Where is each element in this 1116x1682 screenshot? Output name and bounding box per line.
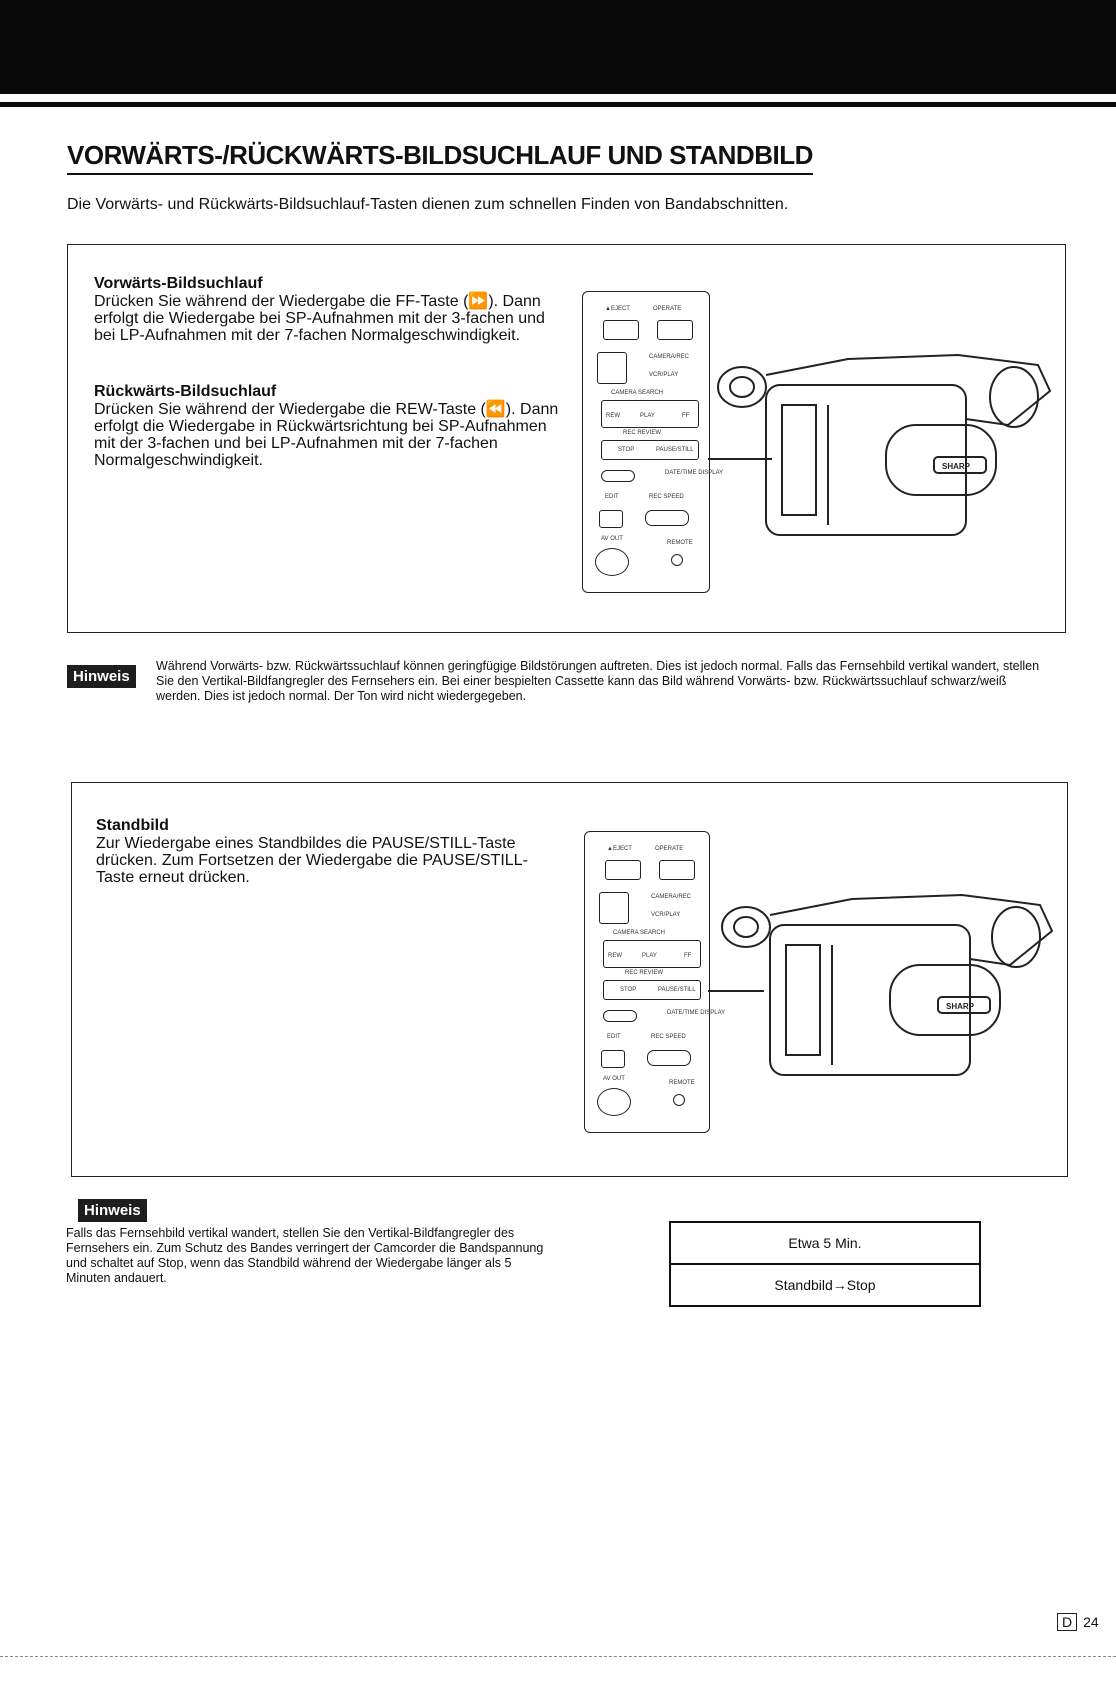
display-button	[601, 470, 635, 482]
vcr-play-label: VCR/PLAY	[651, 912, 681, 918]
av-out-label: AV OUT	[601, 536, 623, 542]
forward-search-heading: Vorwärts-Bildsuchlauf	[94, 275, 263, 292]
page-number-value: 24	[1083, 1614, 1099, 1630]
intro-text: Die Vorwärts- und Rückwärts-Bildsuchlauf…	[67, 196, 789, 213]
pause-still-label: PAUSE/STILL	[658, 987, 696, 993]
timeline-result: Standbild→Stop	[671, 1263, 979, 1305]
page-number: D 24	[1057, 1613, 1099, 1631]
reverse-search-heading: Rückwärts-Bildsuchlauf	[94, 383, 277, 400]
header-rule	[0, 102, 1116, 107]
rec-speed-label: REC SPEED	[651, 1034, 686, 1040]
play-label: PLAY	[642, 953, 657, 959]
page-title: VORWÄRTS-/RÜCKWÄRTS-BILDSUCHLAUF UND STA…	[67, 140, 813, 175]
av-out-label: AV OUT	[603, 1076, 625, 1082]
still-text: Zur Wiedergabe eines Standbildes die PAU…	[96, 835, 528, 886]
ff-label: FF	[682, 413, 690, 419]
rew-label: REW	[608, 953, 622, 959]
header-bar	[0, 0, 1116, 94]
date-time-label: DATE/TIME DISPLAY	[665, 470, 724, 476]
brand-logo: SHARP	[942, 462, 971, 471]
date-time-label: DATE/TIME DISPLAY	[667, 1010, 726, 1016]
vcr-play-label: VCR/PLAY	[649, 372, 679, 378]
pause-still-label: PAUSE/STILL	[656, 447, 694, 453]
forward-search-text: Drücken Sie während der Wiedergabe die F…	[94, 293, 545, 344]
rec-review-label: REC REVIEW	[623, 430, 662, 436]
edit-label: EDIT	[607, 1034, 621, 1040]
operate-label: OPERATE	[653, 306, 682, 312]
rec-review-label: REC REVIEW	[625, 970, 664, 976]
eject-label: ▲EJECT	[605, 306, 630, 312]
note-text: Während Vorwärts- bzw. Rückwärtssuchlauf…	[156, 659, 1040, 703]
camera-rec-label: CAMERA/REC	[651, 894, 692, 900]
operate-switch	[659, 860, 695, 880]
av-out-jack	[597, 1088, 631, 1116]
av-out-jack	[595, 548, 629, 576]
display-button	[603, 1010, 637, 1022]
edit-switch	[601, 1050, 625, 1068]
footer-rule	[0, 1656, 1116, 1657]
note-text: Falls das Fernsehbild vertikal wandert, …	[66, 1226, 544, 1285]
note-badge: Hinweis	[78, 1199, 147, 1222]
mode-switch	[599, 892, 629, 924]
eject-label: ▲EJECT	[607, 846, 632, 852]
leader-line	[708, 990, 764, 992]
control-panel-illustration-2: ▲EJECT OPERATE CAMERA/REC VCR/PLAY CAMER…	[584, 831, 725, 1133]
ff-label: FF	[684, 953, 692, 959]
remote-label: REMOTE	[669, 1080, 695, 1086]
operate-label: OPERATE	[655, 846, 684, 852]
camcorder-illustration: SHARP	[721, 893, 1054, 1076]
rec-speed-label: REC SPEED	[649, 494, 684, 500]
operate-switch	[657, 320, 693, 340]
timeline-duration: Etwa 5 Min.	[788, 1235, 862, 1251]
still-heading: Standbild	[96, 817, 169, 834]
play-label: PLAY	[640, 413, 655, 419]
control-panel-illustration: ▲EJECT OPERATE CAMERA/REC VCR/PLAY CAMER…	[582, 291, 723, 593]
search-section-box	[67, 244, 1066, 633]
camera-rec-label: CAMERA/REC	[649, 354, 690, 360]
stop-label: STOP	[620, 987, 637, 993]
camera-search-label: CAMERA SEARCH	[613, 930, 666, 936]
rew-play-ff-buttons: REW PLAY FF	[603, 940, 701, 968]
mode-switch	[597, 352, 627, 384]
stop-label: STOP	[618, 447, 635, 453]
note-badge: Hinweis	[67, 665, 136, 688]
leader-line	[708, 458, 772, 460]
camcorder-illustration: SHARP	[717, 353, 1052, 536]
reverse-search-text: Drücken Sie während der Wiedergabe die R…	[94, 401, 559, 469]
remote-label: REMOTE	[667, 540, 693, 546]
rew-label: REW	[606, 413, 620, 419]
edit-label: EDIT	[605, 494, 619, 500]
camera-search-label: CAMERA SEARCH	[611, 390, 664, 396]
brand-logo: SHARP	[946, 1002, 975, 1011]
stop-pause-buttons: STOP PAUSE/STILL	[603, 980, 701, 1000]
timeline-table: Etwa 5 Min. Standbild→Stop	[669, 1221, 981, 1307]
eject-slider	[605, 860, 641, 880]
still-section-box	[71, 782, 1068, 1177]
remote-sensor	[673, 1094, 685, 1106]
remote-sensor	[671, 554, 683, 566]
stop-pause-buttons: STOP PAUSE/STILL	[601, 440, 699, 460]
rec-speed-switch	[645, 510, 689, 526]
rew-play-ff-buttons: REW PLAY FF	[601, 400, 699, 428]
rec-speed-switch	[647, 1050, 691, 1066]
eject-slider	[603, 320, 639, 340]
edit-switch	[599, 510, 623, 528]
page-letter: D	[1057, 1613, 1078, 1631]
